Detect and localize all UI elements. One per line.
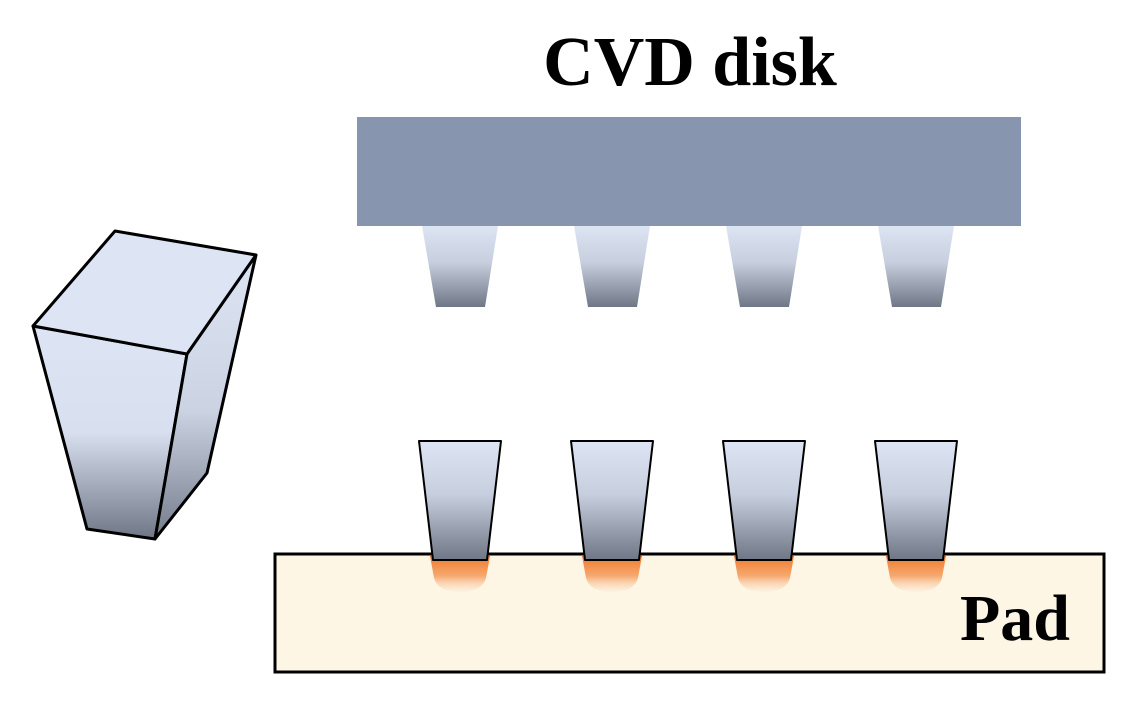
lower-tips bbox=[418, 440, 958, 561]
disk-label: CVD disk bbox=[543, 24, 837, 101]
contact-glow bbox=[430, 556, 490, 592]
upper-tips bbox=[422, 226, 954, 307]
lower-tip bbox=[722, 440, 806, 561]
contact-glow bbox=[886, 556, 946, 592]
pad-label: Pad bbox=[960, 582, 1070, 655]
cvd-disk-body bbox=[357, 117, 1021, 226]
upper-tip bbox=[574, 226, 650, 307]
lower-tip bbox=[874, 440, 958, 561]
upper-tip bbox=[422, 226, 498, 307]
pad-body bbox=[273, 552, 1106, 674]
lower-tip bbox=[570, 440, 654, 561]
contact-zones bbox=[430, 556, 946, 592]
contact-glow bbox=[582, 556, 642, 592]
contact-glow bbox=[734, 556, 794, 592]
lower-tip bbox=[418, 440, 502, 561]
diamond-grit-block bbox=[31, 229, 258, 541]
upper-tip bbox=[878, 226, 954, 307]
upper-tip bbox=[726, 226, 802, 307]
block-top-face bbox=[31, 229, 258, 356]
